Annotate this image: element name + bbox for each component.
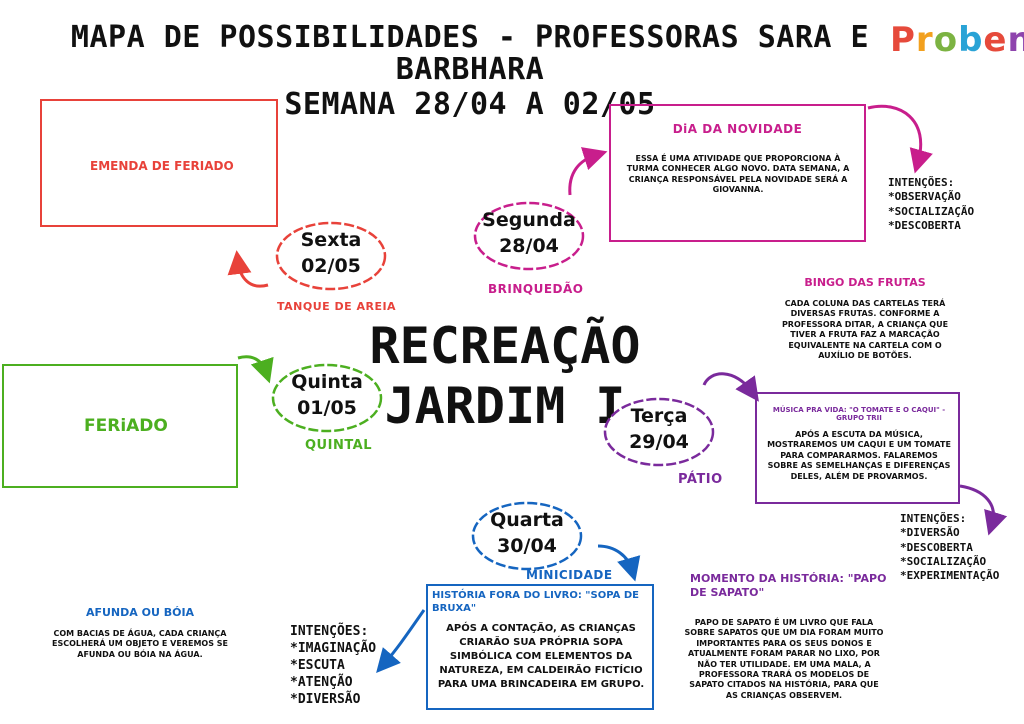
sexta-date: 02/05 <box>301 254 361 277</box>
bingo-text: CADA COLUNA DAS CARTELAS TERÁ DIVERSAS F… <box>781 299 949 360</box>
title-line-2: SEMANA 28/04 A 02/05 <box>284 87 656 122</box>
cloud-shape <box>275 221 387 291</box>
cloud-shape <box>471 501 583 571</box>
sexta-place: TANQUE DE AREIA <box>277 300 397 313</box>
bingo-section: BINGO DAS FRUTAS CADA COLUNA DAS CARTELA… <box>775 276 955 361</box>
segunda-box-text: ESSA É UMA ATIVIDADE QUE PROPORCIONA À T… <box>626 154 850 195</box>
terca-day: Terça <box>630 405 688 427</box>
logo: Proben <box>890 20 1024 60</box>
center-title-line-2: JARDIM I <box>384 377 626 435</box>
sexta-cloud: Sexta 02/05 <box>272 218 390 294</box>
story-section: MOMENTO DA HISTÓRIA: "PAPO DE SAPATO" <box>690 572 890 601</box>
title-line-1: MAPA DE POSSIBILIDADES - PROFESSORAS SAR… <box>70 20 870 87</box>
quinta-box: FERiADO <box>2 364 238 488</box>
logo-letter: o <box>933 20 959 60</box>
terca-box-text: APÓS A ESCUTA DA MÚSICA, MOSTRAREMOS UM … <box>767 430 951 481</box>
cloud-shape <box>271 363 383 433</box>
quinta-box-text: FERiADO <box>84 416 168 436</box>
bingo-title: BINGO DAS FRUTAS <box>804 276 926 289</box>
segunda-box-title: DiA DA NOVIDADE <box>672 122 803 136</box>
terca-date: 29/04 <box>629 430 689 453</box>
story-title: MOMENTO DA HISTÓRIA: "PAPO DE SAPATO" <box>690 572 887 600</box>
arrow-terca <box>702 372 759 402</box>
arrow-segunda <box>568 147 608 196</box>
arrow-segunda-out <box>867 104 933 174</box>
float-title: AFUNDA OU BÓIA <box>85 606 195 619</box>
cloud-shape <box>603 397 715 467</box>
quinta-place: QUINTAL <box>305 438 373 453</box>
center-title-line-1: RECREAÇÃO <box>369 317 641 375</box>
terca-box: MÚSICA PRA VIDA: "O TOMATE E O CAQUI" - … <box>755 392 960 504</box>
terca-box-title: MÚSICA PRA VIDA: "O TOMATE E O CAQUI" - … <box>772 406 946 422</box>
terca-place: PÁTIO <box>678 472 723 487</box>
arrow-quarta-out <box>376 609 426 674</box>
terca-cloud: Terça 29/04 <box>600 394 718 470</box>
logo-letter: n <box>1007 20 1024 60</box>
segunda-place: BRINQUEDÃO <box>488 282 584 296</box>
cloud-shape <box>473 201 585 271</box>
arrow-terca-out <box>959 484 1008 536</box>
quarta-box-text: APÓS A CONTAÇÃO, AS CRIANÇAS CRIARÃO SUA… <box>437 623 645 690</box>
segunda-box: DiA DA NOVIDADE ESSA É UMA ATIVIDADE QUE… <box>609 104 866 242</box>
quarta-box: HISTÓRIA FORA DO LIVRO: "SOPA DE BRUXA" … <box>426 584 654 710</box>
quarta-intentions: INTENÇÕES: *IMAGINAÇÃO *ESCUTA *ATENÇÃO … <box>290 624 377 707</box>
logo-letter: r <box>915 20 934 60</box>
quinta-day: Quinta <box>291 371 363 393</box>
center-title: RECREAÇÃO JARDIM I <box>360 316 650 436</box>
arrow-quarta <box>597 544 641 582</box>
logo-letter: P <box>890 20 916 60</box>
arrow-quinta <box>237 355 274 384</box>
segunda-cloud: Segunda 28/04 <box>470 198 588 274</box>
quarta-date: 30/04 <box>497 534 557 557</box>
terca-intentions: INTENÇÕES: *DIVERSÃO *DESCOBERTA *SOCIAL… <box>900 512 1000 583</box>
quarta-cloud: Quarta 30/04 <box>468 498 586 574</box>
logo-letter: e <box>983 20 1008 60</box>
segunda-day: Segunda <box>482 209 576 231</box>
sexta-box-text: EMENDA DE FERIADO <box>90 159 234 173</box>
quinta-cloud: Quinta 01/05 <box>268 360 386 436</box>
story-text: PAPO DE SAPATO É UM LIVRO QUE FALA SOBRE… <box>684 618 884 700</box>
float-text: COM BACIAS DE ÁGUA, CADA CRIANÇA ESCOLHE… <box>52 629 228 659</box>
page-title: MAPA DE POSSIBILIDADES - PROFESSORAS SAR… <box>60 22 880 121</box>
quarta-box-title: HISTÓRIA FORA DO LIVRO: "SOPA DE BRUXA" <box>432 590 639 614</box>
arrow-sexta <box>227 250 269 288</box>
sexta-box: EMENDA DE FERIADO <box>40 99 278 227</box>
logo-letter: b <box>958 20 984 60</box>
segunda-date: 28/04 <box>499 234 559 257</box>
quarta-day: Quarta <box>490 509 564 531</box>
float-section: AFUNDA OU BÓIA COM BACIAS DE ÁGUA, CADA … <box>40 606 240 660</box>
quinta-date: 01/05 <box>297 396 357 419</box>
sexta-day: Sexta <box>300 229 362 251</box>
quarta-place: MINICIDADE <box>526 568 613 582</box>
segunda-intentions: INTENÇÕES: *OBSERVAÇÃO *SOCIALIZAÇÃO *DE… <box>888 176 975 232</box>
